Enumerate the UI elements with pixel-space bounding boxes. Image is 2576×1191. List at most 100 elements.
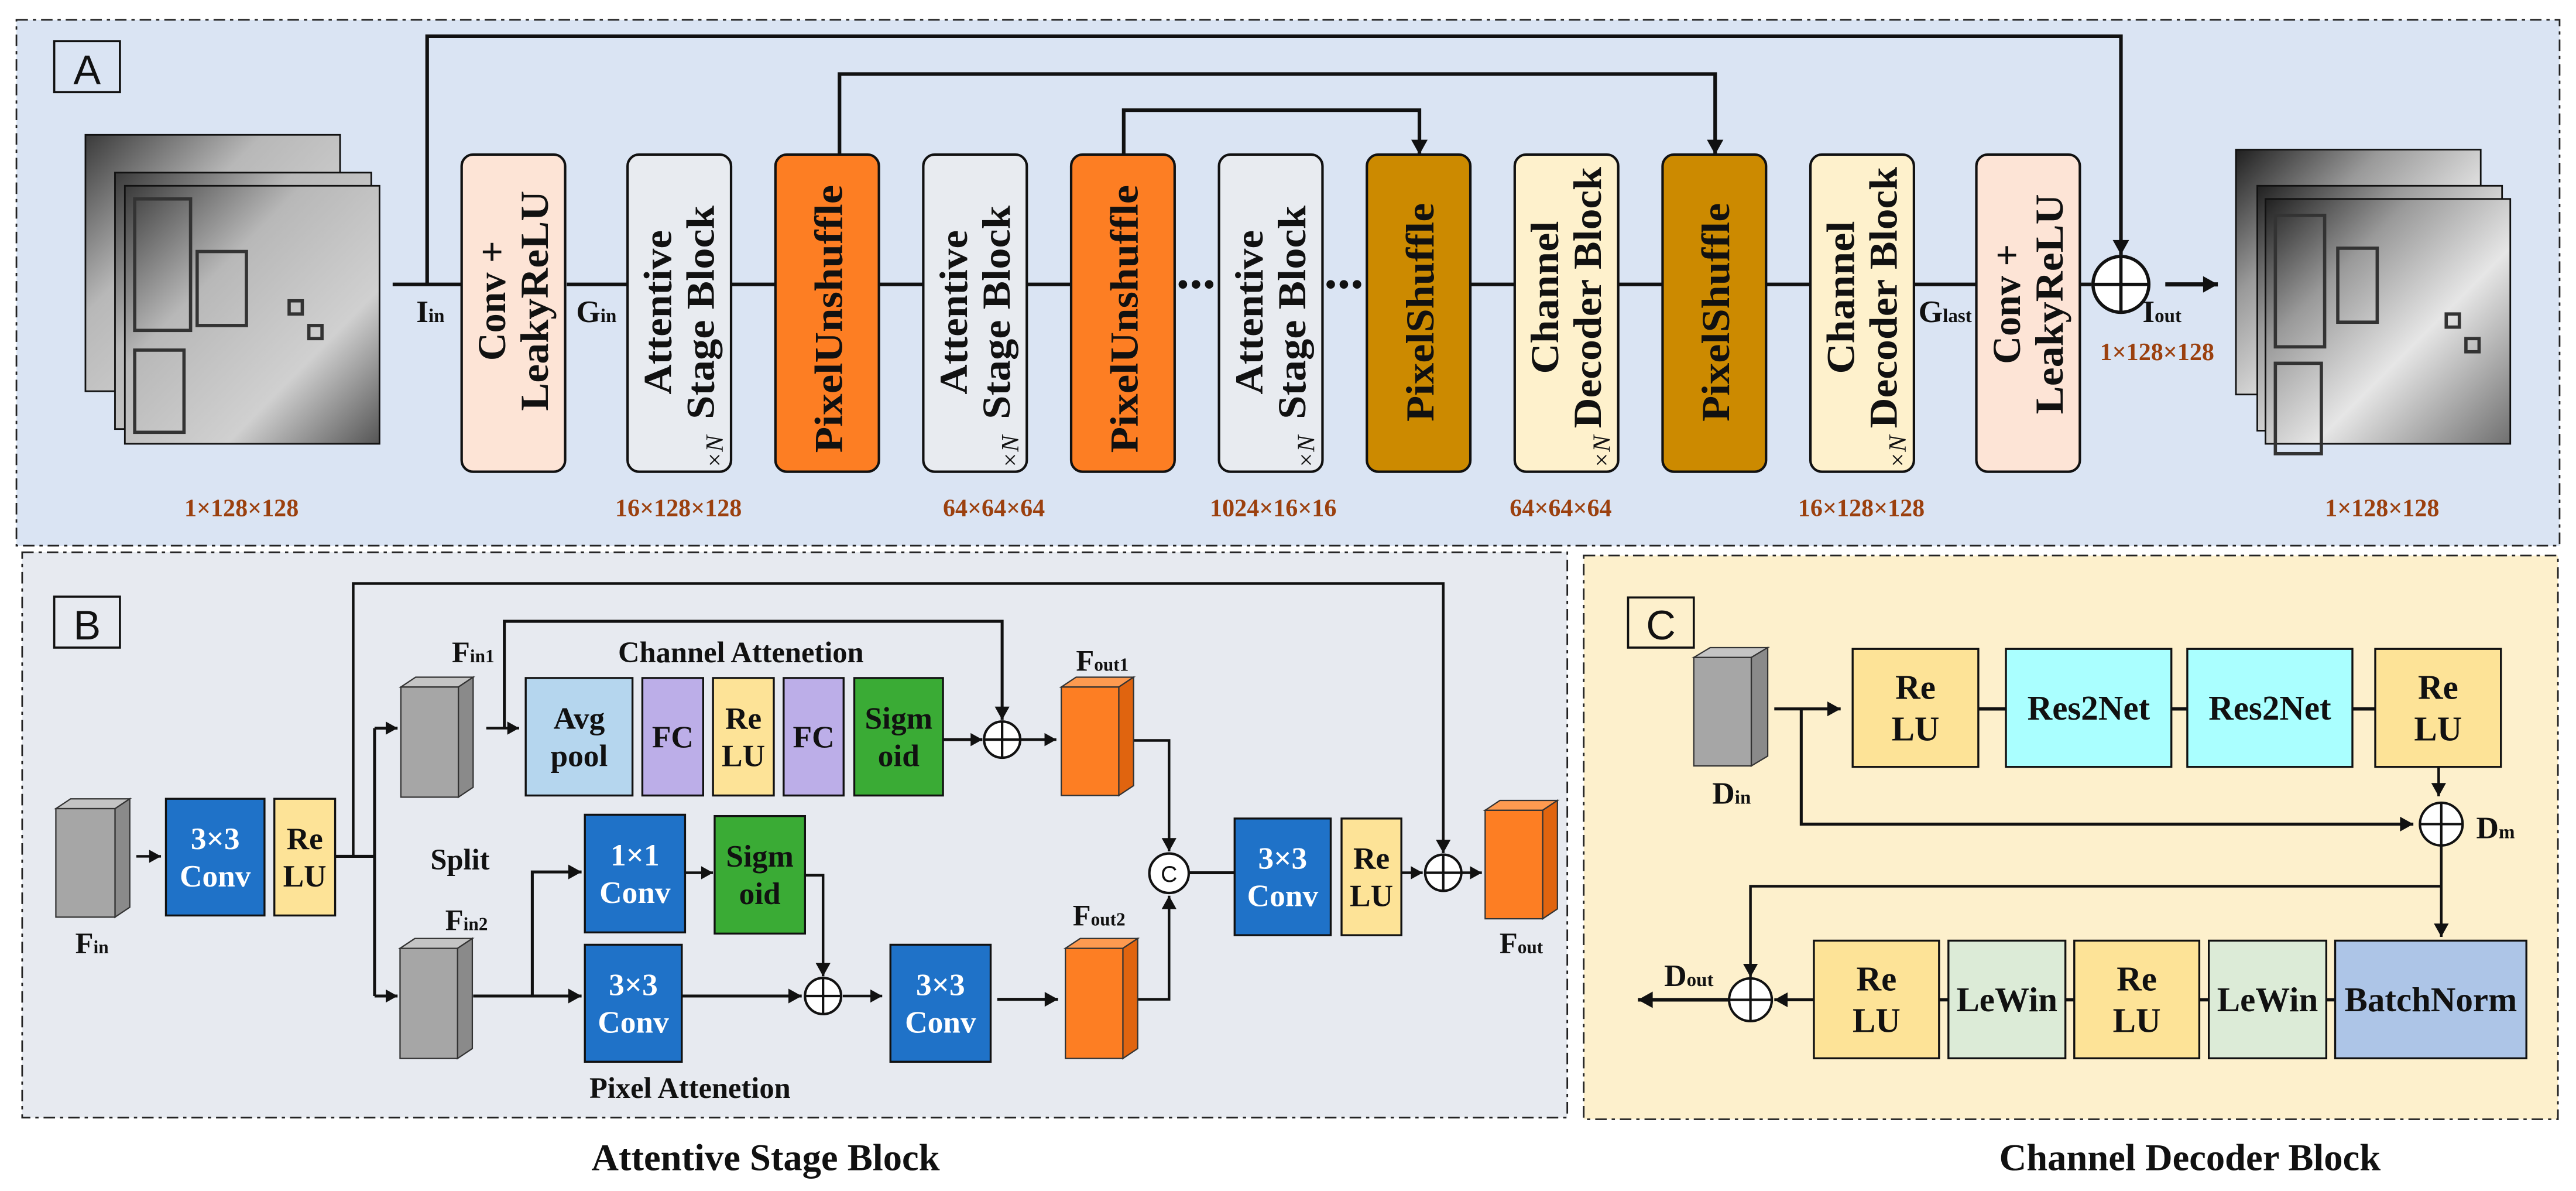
add-operator-icon [2419, 801, 2464, 847]
arrowhead-icon [870, 989, 883, 1003]
avgpool-block-label: Avg [553, 700, 605, 735]
relu-block-label: LU [2414, 709, 2462, 748]
cube-side [114, 798, 131, 919]
repeat-count: ×N [701, 434, 729, 468]
subscript: in [94, 937, 109, 957]
block-label: PixelUnshuffle [1103, 185, 1147, 453]
subscript: in [428, 306, 445, 327]
block-label: LeakyReLU [513, 191, 557, 411]
pixel-shuffle-block: PixelShuffle [1661, 153, 1768, 473]
repeat-count: ×N [1884, 434, 1912, 468]
add-operator-icon [983, 720, 1022, 759]
tensor-dimension: 16×128×128 [615, 494, 742, 522]
connector-line [805, 874, 825, 977]
concat-operator-icon [1148, 852, 1191, 895]
subscript: last [1943, 306, 1972, 327]
arrowhead-icon [1436, 840, 1451, 853]
cube-side [457, 676, 474, 799]
conv3x3-block-label: Conv [905, 1004, 976, 1039]
arrowhead-icon [1470, 866, 1482, 879]
subscript: m [2499, 822, 2515, 843]
conv3x3-block [164, 798, 266, 917]
symbol: F [76, 927, 94, 960]
arrowhead-icon [1774, 992, 1788, 1008]
channel-skip-connection [503, 620, 1004, 728]
add-operator-icon [1728, 977, 1774, 1023]
tensor-dimension: 64×64×64 [943, 494, 1045, 522]
symbol: F [445, 904, 464, 937]
symbol: F [452, 636, 470, 669]
conv1x1-block-label: 1×1 [610, 837, 660, 872]
signal-f-in2: Fin2 [445, 904, 488, 937]
arrowhead-icon [1411, 139, 1428, 155]
sigmoid-block [714, 814, 806, 935]
relu-block-label: LU [1853, 1001, 1901, 1039]
subscript: in1 [470, 646, 495, 666]
panel-label: C [1646, 602, 1676, 648]
arrowhead-icon [386, 989, 398, 1003]
tensor-dimension: 64×64×64 [1510, 494, 1611, 522]
symbol: G [576, 294, 600, 329]
pixel-shuffle-block-box [1661, 153, 1768, 473]
panel-b-attentive-stage-block: B3×3ConvReLUAvgpoolFCReLUFCSigmoid1×1Con… [21, 551, 1569, 1179]
cube-side [1542, 799, 1558, 920]
repeat-count: ×N [1589, 434, 1616, 468]
block-label: PixelShuffle [1694, 203, 1738, 422]
picture-detail [2273, 213, 2327, 349]
input-image-stack [84, 134, 380, 445]
conv-leakyrelu-block: Conv +LeakyReLU [1975, 153, 2081, 473]
arrowhead-icon [1827, 701, 1841, 717]
picture-detail [2273, 361, 2323, 456]
subscript: out [1518, 937, 1543, 957]
feature-map-d-in [1691, 646, 1771, 768]
feature-map-f-in2 [397, 937, 475, 1060]
conv3x3-block-label: Conv [1247, 878, 1319, 913]
feature-map-f-in1 [399, 676, 476, 799]
signal-d-out: Dout [1664, 958, 1713, 993]
panel-label-box [53, 596, 121, 649]
attentive-stage-block-box [922, 153, 1028, 473]
block-label: Stage Block [1270, 205, 1314, 419]
picture-detail [2464, 337, 2481, 354]
block-label: PixelShuffle [1398, 203, 1442, 422]
symbol: I [2142, 294, 2155, 329]
symbol: D [1712, 776, 1735, 811]
conv3x3-block [889, 943, 992, 1063]
arrowhead-icon [1411, 866, 1423, 879]
sigmoid-block [853, 677, 944, 797]
batchnorm-block-label: BatchNorm [2345, 980, 2517, 1019]
cube-side [1122, 937, 1138, 1060]
block-label: Conv + [1985, 244, 2029, 364]
ellipsis-dot [1192, 280, 1200, 289]
arrowhead-icon [507, 721, 519, 735]
signal-f-in: Fin [76, 927, 109, 960]
signal-d-m: Dm [2476, 810, 2515, 846]
relu-block-label: LU [2113, 1001, 2161, 1039]
conv-leakyrelu-block: Conv +LeakyReLU [460, 153, 567, 473]
split-label: Split [430, 843, 489, 876]
channel-attention-label: Channel Attenetion [618, 636, 864, 669]
tensor-dimension: 1×128×128 [2325, 494, 2439, 522]
relu-block-label: Re [287, 821, 323, 856]
picture-detail [133, 348, 186, 434]
connector-line [1749, 885, 2441, 977]
channel-decoder-block-box [1513, 153, 1620, 473]
connector-line [530, 870, 582, 997]
picture-detail [307, 324, 324, 341]
subscript: out2 [1091, 909, 1126, 929]
fc-block [641, 677, 704, 797]
conv1x1-block [584, 813, 687, 934]
subscript: in [1735, 788, 1751, 809]
block-label: Channel [1819, 221, 1862, 374]
cube-front [1061, 686, 1120, 796]
repeat-count: ×N [997, 434, 1024, 468]
repeat-count: ×N [1292, 434, 1320, 468]
block-label: LeakyReLU [2028, 194, 2071, 414]
ellipsis-dot [1339, 280, 1349, 289]
arrowhead-icon [149, 850, 162, 863]
skip-connection-1 [838, 72, 1717, 155]
